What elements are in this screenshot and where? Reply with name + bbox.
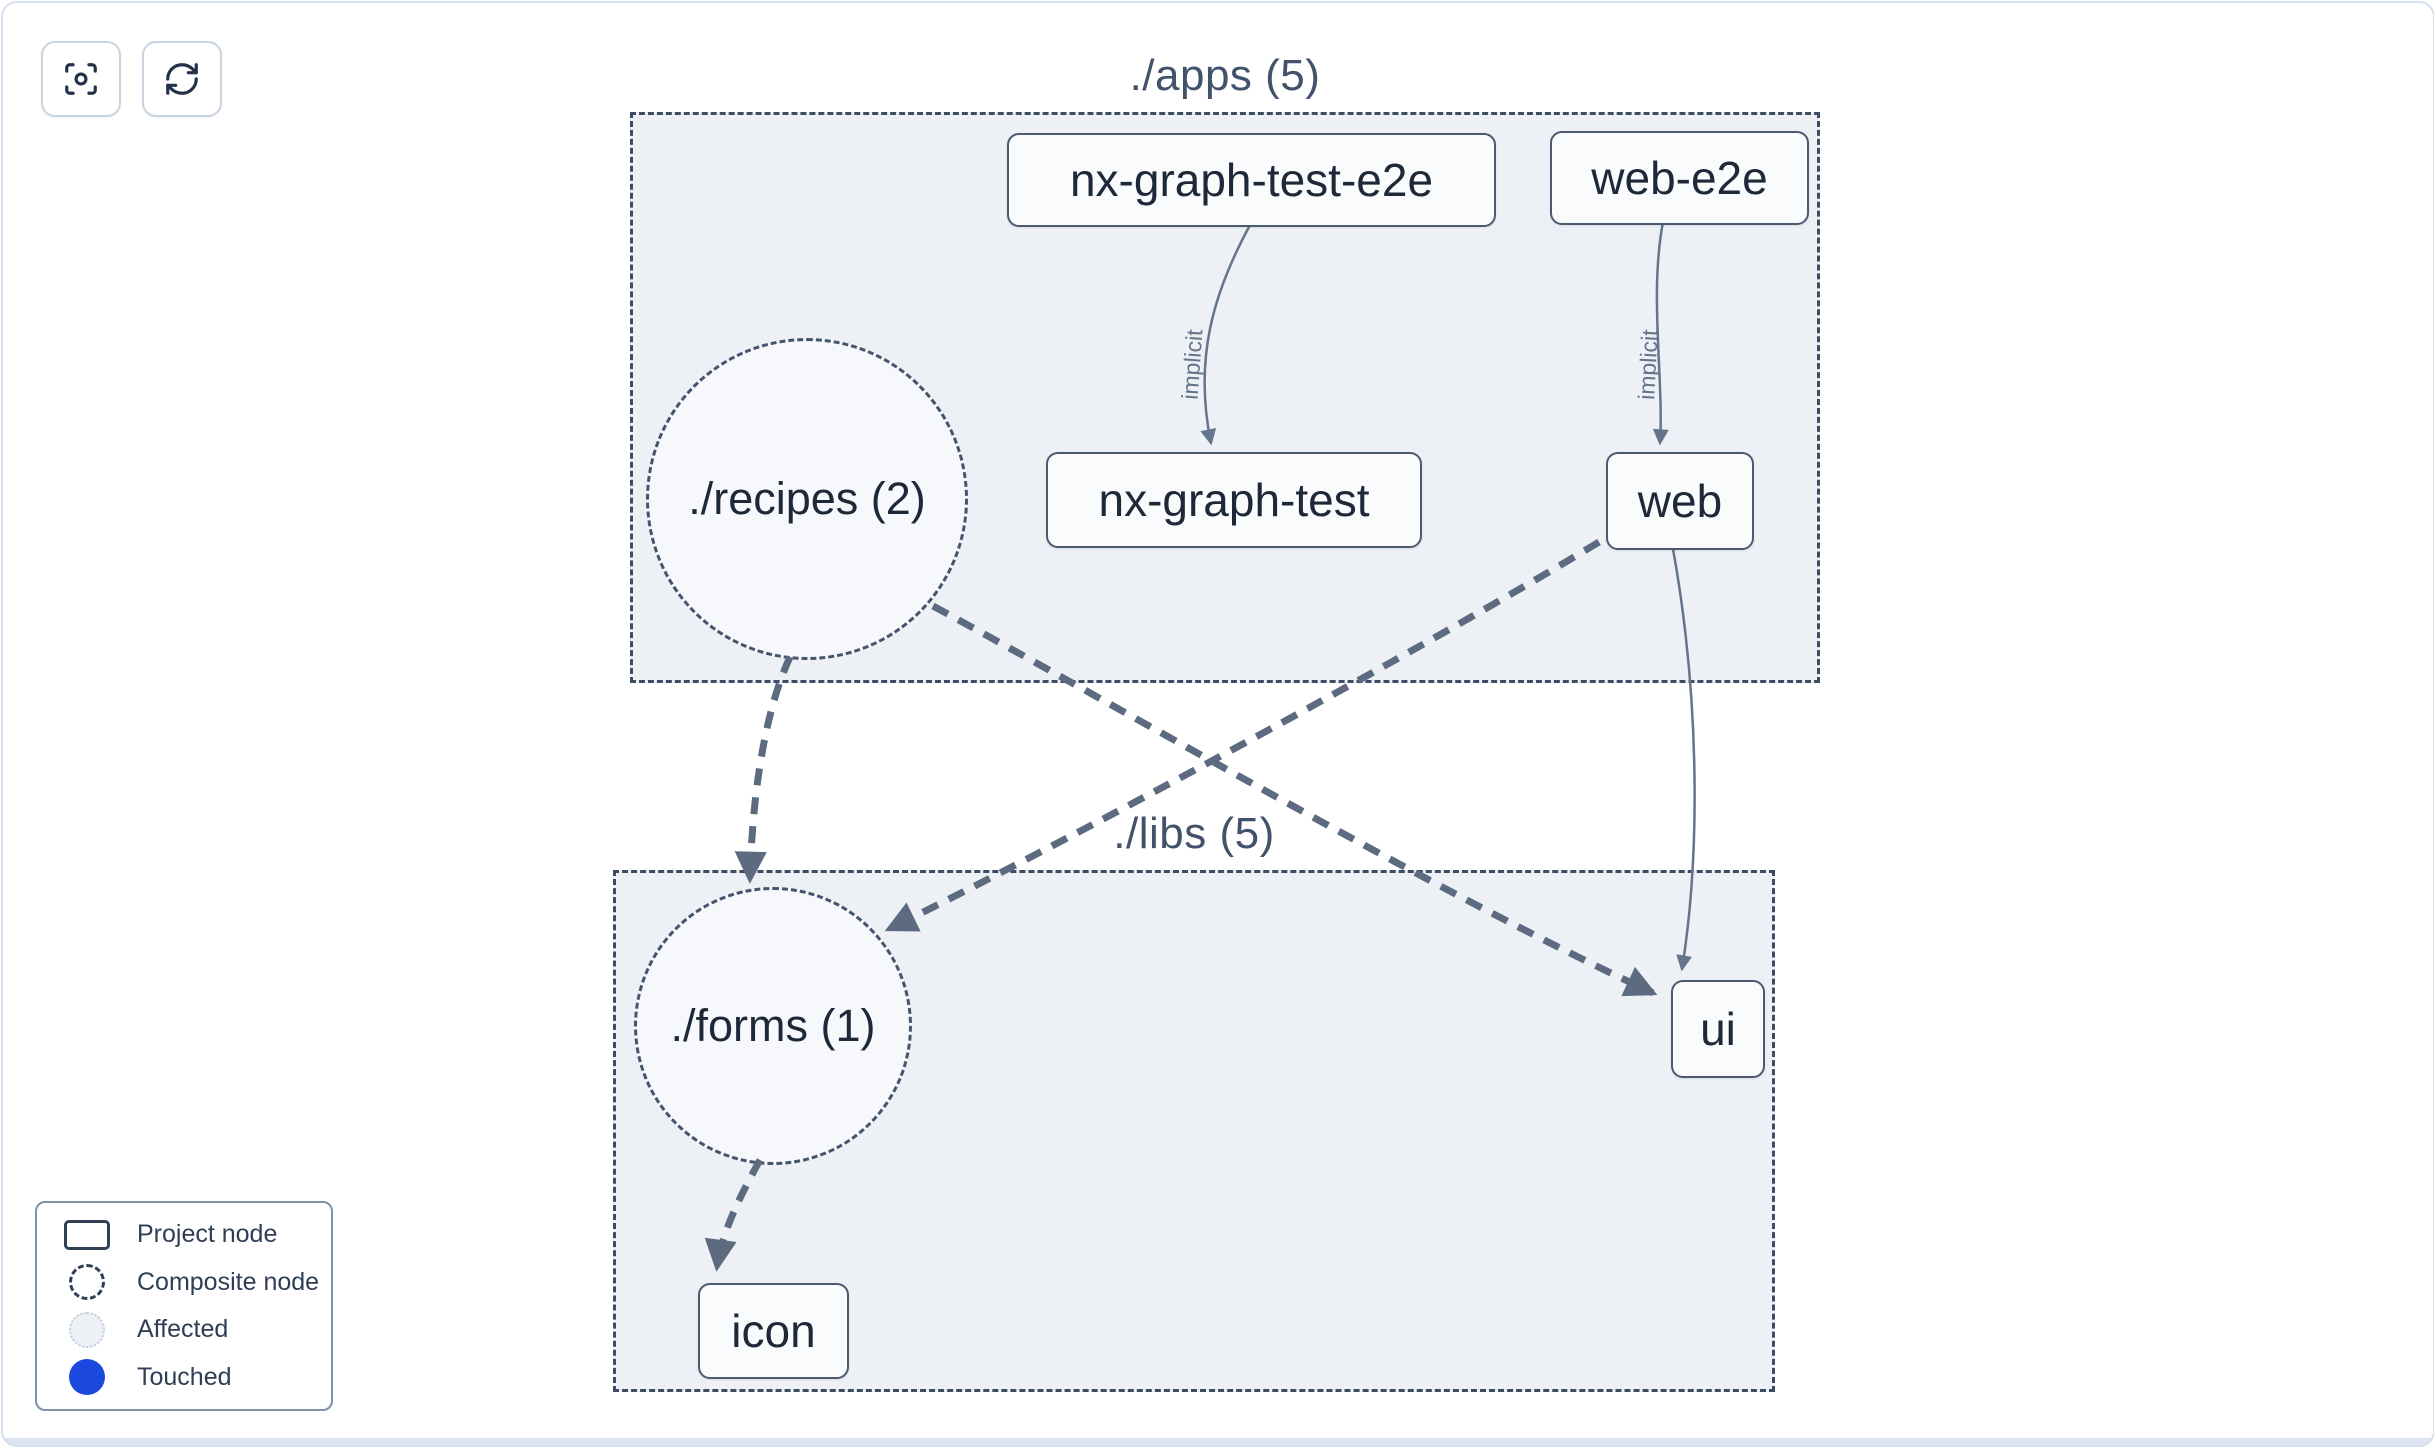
composite-node-swatch [37, 1264, 137, 1301]
group-label-libs: ./libs (5) [1113, 809, 1275, 858]
composite-node-recipes[interactable]: ./recipes (2) [646, 338, 968, 660]
project-node-icon[interactable]: icon [698, 1283, 849, 1379]
refresh-button[interactable] [142, 41, 222, 117]
legend-item-affected: Affected [37, 1308, 331, 1352]
legend-item-touched: Touched [37, 1355, 331, 1399]
composite-node-forms[interactable]: ./forms (1) [634, 887, 912, 1165]
project-node-ui[interactable]: ui [1671, 980, 1765, 1078]
focus-button[interactable] [41, 41, 121, 117]
legend-label: Project node [137, 1220, 278, 1249]
touched-swatch [37, 1359, 137, 1396]
project-node-nx-graph-test[interactable]: nx-graph-test [1046, 452, 1422, 548]
project-node-web-e2e[interactable]: web-e2e [1550, 131, 1809, 225]
group-label-apps: ./apps (5) [1129, 51, 1321, 100]
legend: Project node Composite node Affected Tou… [35, 1201, 333, 1411]
refresh-icon [163, 60, 201, 98]
affected-swatch [37, 1311, 137, 1348]
project-node-web[interactable]: web [1606, 452, 1754, 550]
legend-label: Composite node [137, 1267, 320, 1296]
project-node-nx-graph-test-e2e[interactable]: nx-graph-test-e2e [1007, 133, 1496, 227]
bottom-edge-bar [3, 1438, 2433, 1445]
legend-item-composite-node: Composite node [37, 1260, 331, 1304]
focus-icon [62, 60, 100, 98]
legend-label: Touched [137, 1362, 232, 1391]
project-node-swatch [37, 1219, 137, 1250]
legend-item-project-node: Project node [37, 1213, 331, 1257]
legend-label: Affected [137, 1315, 229, 1344]
